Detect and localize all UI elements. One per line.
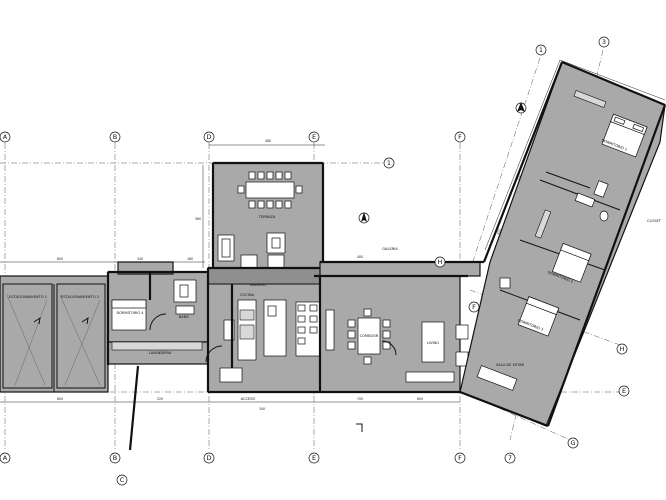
svg-text:F: F (472, 303, 476, 311)
dim-b1: 340 (137, 257, 143, 261)
dim-top-e: 480 (265, 139, 271, 143)
section-marker-icon (356, 423, 363, 432)
label-galeria: GALERIA (382, 247, 398, 251)
dim-ab: 600 (57, 257, 63, 261)
label-terraza: TERRAZA (258, 215, 276, 219)
label-comedor: COMEDOR (360, 334, 379, 338)
svg-text:F: F (458, 133, 462, 141)
grid-bubble-b-top: B (109, 131, 121, 143)
grid-bubble-3: 3 (598, 36, 610, 48)
svg-text:A: A (3, 133, 8, 141)
grid-bubble-g: G (567, 437, 579, 449)
grid-bubble-7: 7 (504, 452, 516, 464)
svg-text:D: D (206, 454, 211, 462)
service-wing (106, 261, 209, 365)
svg-text:7: 7 (508, 454, 512, 462)
grid-bubble-h-mid: H (434, 256, 446, 268)
svg-text:E: E (312, 454, 316, 462)
label-bano: BAÑO (179, 314, 190, 319)
label-estacionamiento-2: ESTACIONAMIENTO 2 (61, 295, 99, 299)
grid-bubble-f-bottom: F (454, 452, 466, 464)
label-walkin: CLOSET (647, 219, 662, 223)
dim-bottom-ab: 600 (57, 397, 63, 401)
grid-bubble-1: 1 (383, 157, 395, 169)
label-ingreso: INGRESO (250, 283, 267, 287)
garage (0, 275, 109, 393)
svg-text:1: 1 (387, 159, 391, 167)
grid-bubble-1-rot: 1 (535, 44, 547, 56)
svg-text:E: E (312, 133, 316, 141)
svg-text:F: F (458, 454, 462, 462)
label-living: LIVING (427, 341, 439, 345)
grid-bubble-a-bottom: A (0, 452, 11, 464)
label-dormitorio-servicio: DORMITORIO 4 (116, 311, 144, 315)
grid-bubble-d-bottom: D (203, 452, 215, 464)
svg-text:E: E (622, 387, 626, 395)
svg-text:D: D (206, 133, 211, 141)
dim-terraza-v: 560 (195, 217, 201, 221)
grid-bubble-h-right: H (616, 343, 628, 355)
dim-bottom-b: 520 (157, 397, 163, 401)
grid-bubble-f-mid: F (468, 301, 480, 313)
dim-right-top: 220 (516, 174, 522, 181)
dim-right-mid: 420 (496, 228, 502, 235)
main-wing (205, 260, 484, 394)
svg-text:G: G (570, 439, 575, 447)
grid-bubble-c-bottom: C (116, 474, 128, 486)
exterior-path (128, 365, 140, 451)
north-arrow-icon (515, 102, 527, 114)
grid-bubble-e-right: E (618, 385, 630, 397)
dimension-labels: 480 560 600 340 180 600 520 340 700 600 … (57, 139, 522, 411)
grid-bubbles: A B D E F 1 A B (0, 36, 630, 486)
grid-bubble-e-bottom: E (308, 452, 320, 464)
label-estacionamiento-1: ESTACIONAMIENTO 1 (9, 295, 47, 299)
svg-text:C: C (120, 476, 125, 484)
grid-bubble-b-bottom: B (109, 452, 121, 464)
dim-bottom-cd: 340 (259, 407, 265, 411)
svg-text:B: B (113, 454, 117, 462)
grid-bubble-f-top: F (454, 131, 466, 143)
svg-text:1: 1 (539, 46, 543, 54)
bedroom-wing (459, 60, 666, 428)
label-acceso: ACCESO (241, 397, 256, 401)
label-sala-estar: SALA DE ESTAR (496, 363, 525, 367)
grid-bubble-e-top: E (308, 131, 320, 143)
dim-galeria: 400 (357, 255, 363, 259)
dim-bottom-de: 700 (357, 397, 363, 401)
svg-text:H: H (620, 345, 625, 353)
dim-b2: 180 (187, 257, 193, 261)
svg-text:H: H (438, 258, 443, 266)
svg-text:B: B (113, 133, 117, 141)
terrace (211, 161, 325, 276)
dim-bottom-ef: 600 (417, 397, 423, 401)
compass-icon (358, 212, 370, 224)
svg-text:3: 3 (602, 38, 606, 46)
svg-text:A: A (3, 454, 8, 462)
label-lavanderia: LAVANDERIA (149, 351, 172, 355)
grid-bubble-a-top: A (0, 131, 11, 143)
label-cocina: COCINA (240, 293, 255, 297)
grid-bubble-d-top: D (203, 131, 215, 143)
